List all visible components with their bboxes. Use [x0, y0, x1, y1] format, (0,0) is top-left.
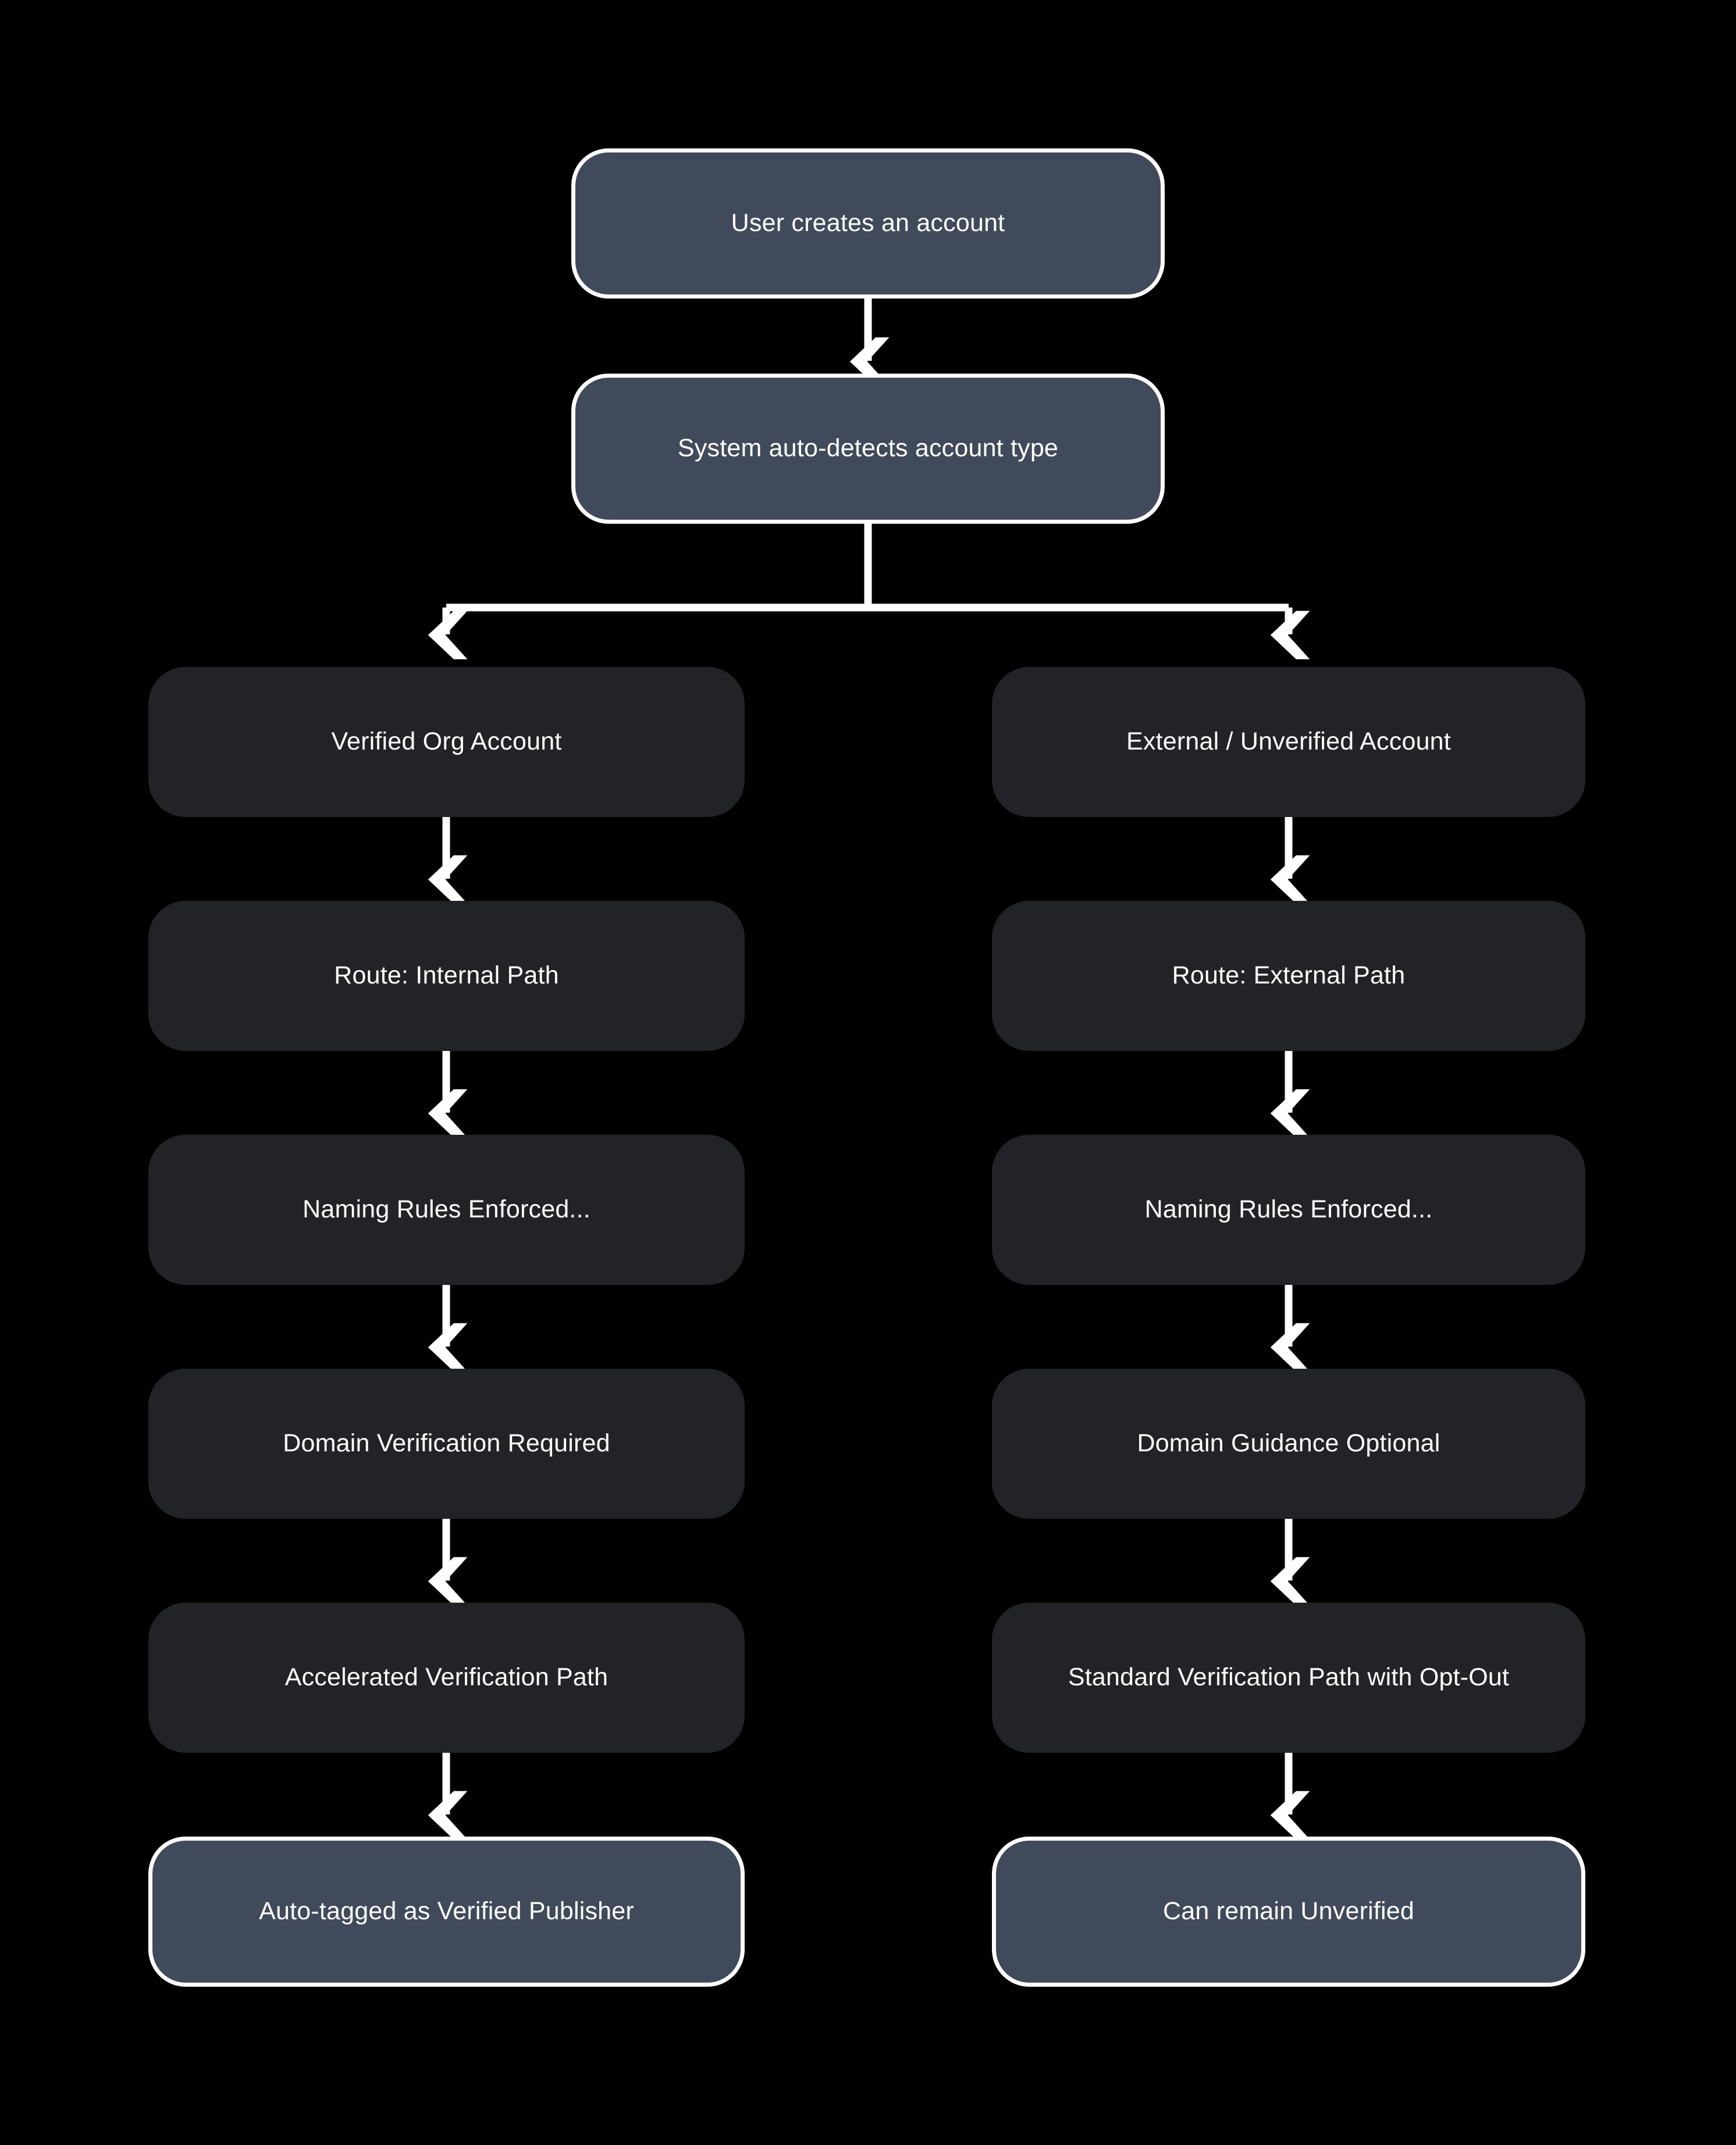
node-label: System auto-detects account type [677, 434, 1059, 463]
node-label: Standard Verification Path with Opt-Out [1068, 1663, 1510, 1692]
node-label: Route: Internal Path [334, 961, 559, 990]
node-label: External / Unverified Account [1126, 727, 1451, 756]
node-naming-rules-left[interactable]: Naming Rules Enforced... [148, 1135, 745, 1285]
node-auto-tagged-verified-publisher[interactable]: Auto-tagged as Verified Publisher [148, 1837, 745, 1987]
node-route-external-path[interactable]: Route: External Path [992, 901, 1585, 1051]
node-domain-guidance-optional[interactable]: Domain Guidance Optional [992, 1369, 1585, 1519]
node-route-internal-path[interactable]: Route: Internal Path [148, 901, 745, 1051]
node-domain-verification-required[interactable]: Domain Verification Required [148, 1369, 745, 1519]
node-system-auto-detects[interactable]: System auto-detects account type [571, 374, 1165, 524]
node-standard-verification-path-opt-out[interactable]: Standard Verification Path with Opt-Out [992, 1603, 1585, 1753]
node-label: Verified Org Account [331, 727, 562, 756]
node-label: User creates an account [731, 209, 1005, 237]
node-accelerated-verification-path[interactable]: Accelerated Verification Path [148, 1603, 745, 1753]
node-user-creates-account[interactable]: User creates an account [571, 148, 1165, 299]
node-label: Accelerated Verification Path [284, 1663, 609, 1692]
node-verified-org-account[interactable]: Verified Org Account [148, 667, 745, 817]
node-label: Auto-tagged as Verified Publisher [259, 1897, 634, 1926]
node-naming-rules-right[interactable]: Naming Rules Enforced... [992, 1135, 1585, 1285]
node-can-remain-unverified[interactable]: Can remain Unverified [992, 1837, 1585, 1987]
node-external-unverified-account[interactable]: External / Unverified Account [992, 667, 1585, 817]
node-label: Domain Verification Required [283, 1429, 610, 1458]
node-label: Can remain Unverified [1163, 1897, 1414, 1926]
node-label: Naming Rules Enforced... [303, 1195, 590, 1224]
node-label: Route: External Path [1172, 961, 1406, 990]
node-label: Domain Guidance Optional [1137, 1429, 1440, 1458]
node-label: Naming Rules Enforced... [1144, 1195, 1433, 1224]
